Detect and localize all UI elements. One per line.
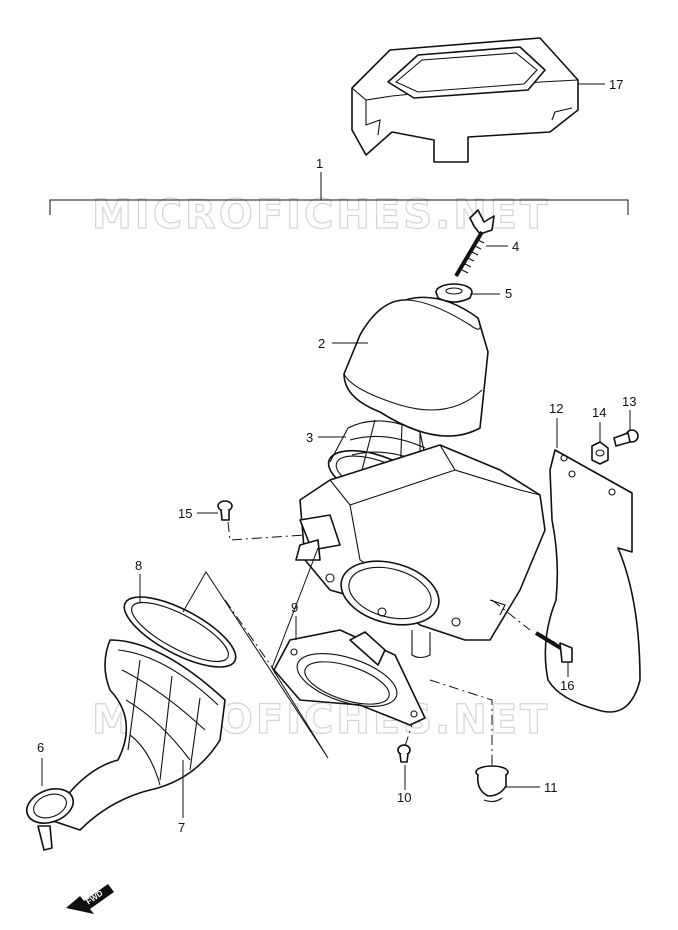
part-11-grommet [429, 679, 540, 803]
callout-labels: 1 2 3 4 5 6 7 8 9 10 11 12 13 14 15 16 1… [37, 77, 636, 835]
callout-16: 16 [560, 678, 574, 693]
callout-9: 9 [291, 600, 298, 615]
watermark-top: MICROFICHES.NET [92, 192, 550, 238]
callout-10: 10 [397, 790, 411, 805]
callout-4: 4 [512, 239, 519, 254]
callout-7: 7 [178, 820, 185, 835]
part-13-bolt [613, 410, 639, 447]
part-2-air-filter [332, 296, 489, 437]
callout-12: 12 [549, 401, 563, 416]
part-8-boot-ring [123, 574, 237, 668]
part-6-clamp [25, 758, 75, 851]
callout-5: 5 [505, 286, 512, 301]
part-12-guard [544, 418, 641, 713]
air-box-housing [295, 444, 546, 659]
part-7-intake-boot [49, 639, 226, 831]
callout-17: 17 [609, 77, 623, 92]
fwd-arrow: FWD [66, 884, 114, 914]
callout-3: 3 [306, 430, 313, 445]
assembly-bracket [49, 172, 629, 215]
part-17-cover [351, 37, 605, 163]
part-15-screw [197, 500, 306, 541]
callout-13: 13 [622, 394, 636, 409]
callout-14: 14 [592, 405, 606, 420]
callout-1: 1 [316, 156, 323, 171]
callout-2: 2 [318, 336, 325, 351]
part-16-bolt [491, 599, 573, 677]
part-5-grommet [435, 283, 500, 303]
callout-15: 15 [178, 506, 192, 521]
part-9-flange [273, 616, 426, 726]
part-10-screw [397, 724, 413, 790]
callout-11: 11 [544, 780, 558, 795]
callout-6: 6 [37, 740, 44, 755]
callout-8: 8 [135, 558, 142, 573]
alignment-lines [182, 547, 329, 759]
part-14-nut [591, 422, 609, 465]
part-4-wing-bolt [454, 209, 508, 278]
